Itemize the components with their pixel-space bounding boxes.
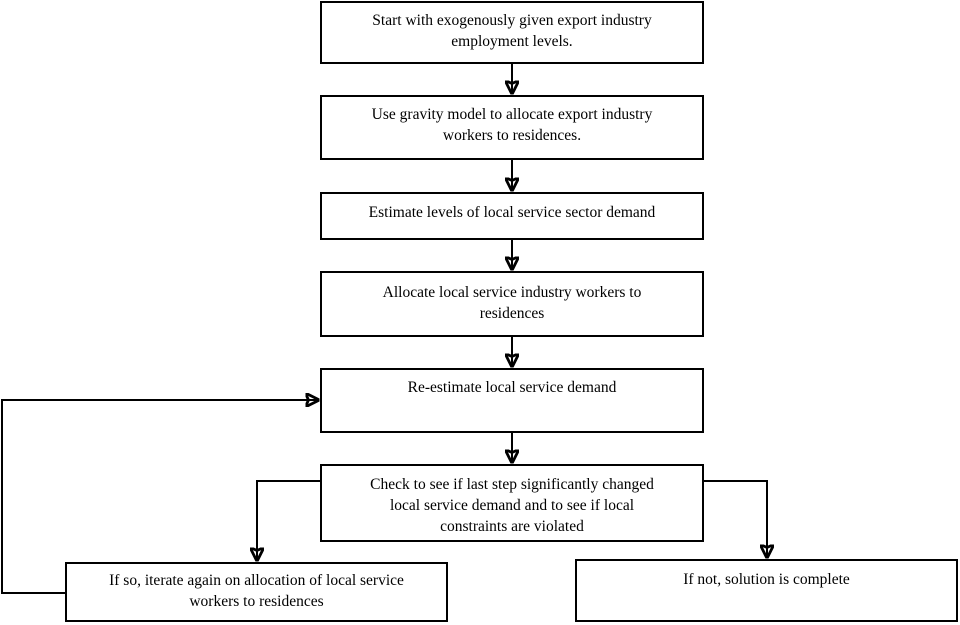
node-reestimate-demand-text: Re-estimate local service demand (407, 379, 617, 396)
node-start: Start with exogenously given export indu… (320, 1, 704, 64)
node-check-convergence: Check to see if last step significantly … (320, 464, 704, 542)
arrow-check-to-complete (703, 480, 767, 557)
node-gravity-allocation-text: Use gravity model to allocate export ind… (371, 106, 653, 123)
node-complete-text: If not, solution is complete (683, 571, 850, 588)
node-check-convergence-text: Check to see if last step significantly … (370, 476, 654, 493)
node-allocate-service-workers-text: Allocate local service industry workers … (382, 284, 642, 301)
node-start-text: employment levels. (451, 33, 573, 50)
node-gravity-allocation: Use gravity model to allocate export ind… (320, 95, 704, 160)
arrow-check-to-iterate (257, 480, 321, 560)
node-estimate-demand-text: Estimate levels of local service sector … (368, 204, 656, 221)
node-start-text: Start with exogenously given export indu… (372, 12, 652, 29)
node-estimate-demand: Estimate levels of local service sector … (320, 192, 704, 240)
node-complete: If not, solution is complete (575, 559, 958, 622)
node-reestimate-demand: Re-estimate local service demand (320, 368, 704, 433)
node-gravity-allocation-text: workers to residences. (442, 127, 582, 144)
node-check-convergence-text: constraints are violated (440, 518, 584, 535)
node-iterate-text: If so, iterate again on allocation of lo… (109, 572, 404, 589)
node-check-convergence-text: local service demand and to see if local (389, 497, 635, 514)
node-allocate-service-workers-text: residences (479, 305, 545, 322)
node-iterate-text: workers to residences (189, 593, 324, 610)
node-allocate-service-workers: Allocate local service industry workers … (320, 271, 704, 337)
node-iterate: If so, iterate again on allocation of lo… (65, 562, 448, 622)
